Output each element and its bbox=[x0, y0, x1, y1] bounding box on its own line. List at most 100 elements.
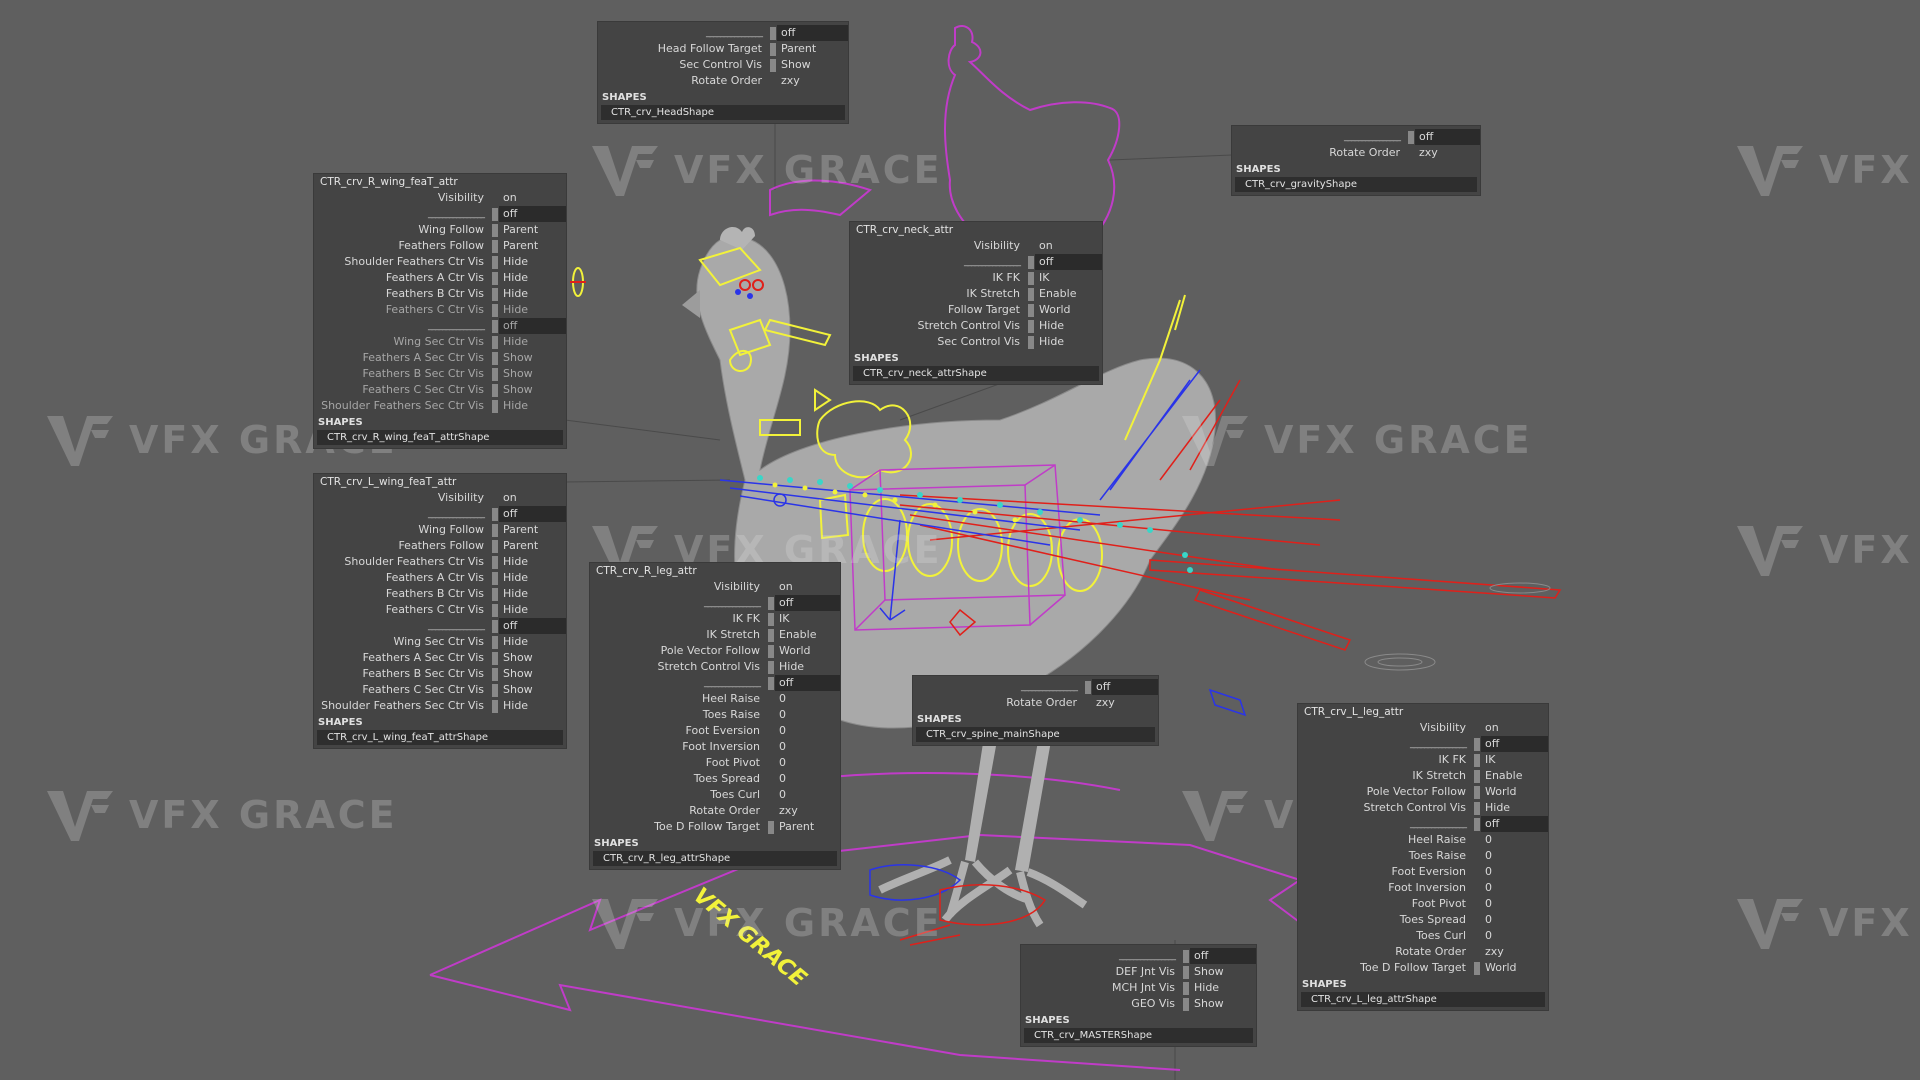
attr-value-field[interactable]: Show bbox=[503, 383, 533, 396]
attr-row[interactable]: ________________off bbox=[590, 675, 840, 691]
attr-value-field[interactable]: on bbox=[503, 491, 517, 504]
attr-row[interactable]: ________________off bbox=[850, 254, 1102, 270]
attr-value-field[interactable]: IK bbox=[1485, 753, 1496, 766]
attr-value-field[interactable]: Show bbox=[503, 367, 533, 380]
attr-row[interactable]: ________________off bbox=[314, 206, 566, 222]
r-foot-controls[interactable] bbox=[899, 884, 1047, 946]
shape-node-item[interactable]: CTR_crv_neck_attrShape bbox=[853, 366, 1099, 381]
attr-value-field[interactable]: Show bbox=[503, 683, 533, 696]
wing-pivot-icon[interactable] bbox=[570, 267, 586, 297]
attr-value-field[interactable]: 0 bbox=[1485, 913, 1492, 926]
attr-row[interactable]: ________________off bbox=[1298, 736, 1548, 752]
attr-row[interactable]: ________________off bbox=[598, 25, 848, 41]
shape-node-item[interactable]: CTR_crv_HeadShape bbox=[601, 105, 845, 120]
attr-value-field[interactable]: World bbox=[1485, 785, 1517, 798]
attr-value-field[interactable]: Enable bbox=[1485, 769, 1523, 782]
attr-value-field[interactable]: off bbox=[499, 506, 566, 522]
attr-row[interactable]: ________________off bbox=[314, 618, 566, 634]
attr-value-field[interactable]: 0 bbox=[1485, 849, 1492, 862]
shape-node-item[interactable]: CTR_crv_L_leg_attrShape bbox=[1301, 992, 1545, 1007]
attr-value-field[interactable]: Hide bbox=[503, 699, 529, 712]
attr-value-field[interactable]: Hide bbox=[503, 399, 529, 412]
attr-value-field[interactable]: off bbox=[499, 318, 566, 334]
attr-value-field[interactable]: Parent bbox=[503, 223, 539, 236]
attr-value-field[interactable]: zxy bbox=[1419, 146, 1438, 159]
attr-value-field[interactable]: Hide bbox=[503, 335, 529, 348]
attr-value-field[interactable]: off bbox=[499, 618, 566, 634]
attr-value-field[interactable]: Show bbox=[781, 58, 811, 71]
attr-value-field[interactable]: Parent bbox=[779, 820, 815, 833]
master-control-curve[interactable] bbox=[429, 179, 1311, 1071]
shape-node-item[interactable]: CTR_crv_L_wing_feaT_attrShape bbox=[317, 730, 563, 745]
attr-value-field[interactable]: Show bbox=[1194, 965, 1224, 978]
attr-value-field[interactable]: Show bbox=[503, 651, 533, 664]
attr-value-field[interactable]: on bbox=[779, 580, 793, 593]
attr-value-field[interactable]: off bbox=[499, 206, 566, 222]
shape-node-item[interactable]: CTR_crv_R_leg_attrShape bbox=[593, 851, 837, 866]
attr-value-field[interactable]: off bbox=[1092, 679, 1158, 695]
attr-row[interactable]: ________________off bbox=[1298, 816, 1548, 832]
shape-node-item[interactable]: CTR_crv_spine_mainShape bbox=[916, 727, 1155, 742]
attr-value-field[interactable]: Hide bbox=[503, 555, 529, 568]
attr-value-field[interactable]: off bbox=[1415, 129, 1480, 145]
l-wing-feather-controls[interactable] bbox=[719, 369, 1247, 901]
attr-value-field[interactable]: 0 bbox=[779, 692, 786, 705]
attr-value-field[interactable]: off bbox=[1035, 254, 1102, 270]
attr-row[interactable]: ________________off bbox=[1021, 948, 1256, 964]
r-wing-feather-controls[interactable] bbox=[899, 379, 1562, 651]
attr-row[interactable]: ________________off bbox=[1232, 129, 1480, 145]
attr-row[interactable]: ________________off bbox=[314, 318, 566, 334]
attr-row[interactable]: ________________off bbox=[314, 506, 566, 522]
attr-value-field[interactable]: 0 bbox=[1485, 897, 1492, 910]
shape-node-item[interactable]: CTR_crv_gravityShape bbox=[1235, 177, 1477, 192]
attr-value-field[interactable]: IK bbox=[1039, 271, 1050, 284]
attr-value-field[interactable]: 0 bbox=[1485, 929, 1492, 942]
attr-value-field[interactable]: World bbox=[779, 644, 811, 657]
attr-value-field[interactable]: Parent bbox=[503, 239, 539, 252]
attr-value-field[interactable]: off bbox=[775, 595, 840, 611]
attr-value-field[interactable]: off bbox=[777, 25, 848, 41]
attr-value-field[interactable]: Hide bbox=[1194, 981, 1220, 994]
attr-value-field[interactable]: World bbox=[1485, 961, 1517, 974]
